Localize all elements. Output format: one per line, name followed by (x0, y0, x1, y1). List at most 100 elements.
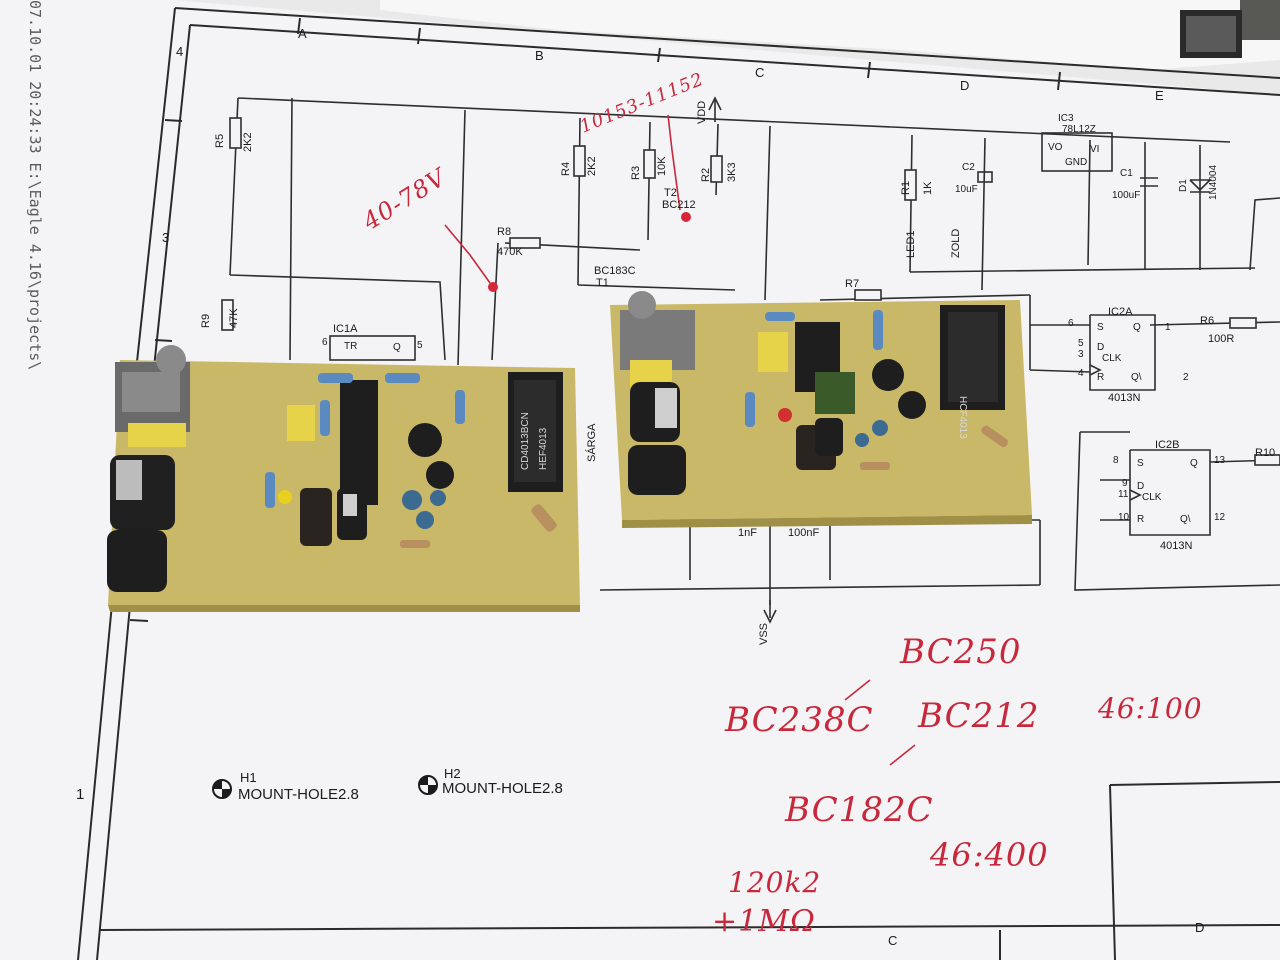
frame-row-4: 4 (176, 44, 184, 59)
right-pcb-board (610, 291, 1032, 528)
ic2a-pin-5: 5 (1078, 338, 1084, 349)
d1-value: 1N4004 (1208, 164, 1219, 200)
rear-paper-sheet (380, 0, 1280, 70)
mount-hole-symbols (212, 775, 438, 799)
cap-100nf-label: 100nF (788, 527, 820, 539)
led1-value: ZOLD (950, 228, 962, 258)
dip-socket (1180, 10, 1242, 58)
ic2b-pin-s: S (1137, 458, 1144, 469)
r9-name: R9 (200, 313, 212, 328)
ic2a-pin-clk: CLK (1102, 353, 1122, 364)
schematic-ic-blocks (329, 132, 1212, 536)
ic2b-pin-clk: CLK (1142, 492, 1162, 503)
r7-name: R7 (845, 278, 860, 290)
corner-shadow (1240, 0, 1280, 40)
red-annotation-lines (444, 114, 916, 766)
ic2a-pin-6: 6 (1068, 318, 1074, 329)
r8-name: R8 (497, 226, 512, 238)
frame-row-3: 3 (162, 230, 170, 245)
r1-name: R1 (900, 180, 912, 195)
frame-bottom-col-c: C (888, 933, 898, 948)
r10-name: R10 (1255, 447, 1276, 459)
schematic-frame (77, 7, 1280, 960)
t1-name: T1 (596, 277, 609, 289)
r9-value: 47K (228, 308, 240, 328)
ic2b-pin-12: 12 (1214, 512, 1226, 523)
ic3-value: 78L12Z (1062, 124, 1096, 135)
frame-col-d: D (960, 78, 970, 93)
ic2a-name: IC2A (1108, 306, 1133, 318)
ic1a-name: IC1A (333, 323, 358, 335)
r3-name: R3 (630, 165, 642, 180)
frame-col-e: E (1155, 88, 1164, 103)
led1-name: LED1 (905, 230, 917, 258)
ic2a-type: 4013N (1108, 392, 1141, 404)
ic2a-pin-1: 1 (1165, 322, 1171, 333)
ic1a-pin-q: Q (393, 342, 401, 353)
ic3-name: IC3 (1058, 113, 1074, 124)
ic2b-pin-8: 8 (1113, 455, 1119, 466)
right-chip-label: HCF4013 (957, 396, 968, 439)
ic2b-pin-13: 13 (1214, 455, 1226, 466)
cap-1nf-label: 1nF (738, 527, 757, 539)
ic3-pin-gnd: GND (1065, 157, 1088, 168)
ic2b-pin-r: R (1137, 514, 1145, 525)
handwritten-note-7: BC182C (785, 790, 934, 830)
ic2a-pin-q: Q (1133, 322, 1141, 333)
frame-col-c: C (755, 65, 765, 80)
frame-col-a: A (298, 26, 307, 41)
vss-label: VSS (758, 622, 770, 645)
ic2b-pin-10: 10 (1118, 512, 1130, 523)
handwritten-note-10: +1MΩ (712, 904, 816, 939)
t2-value: BC212 (662, 199, 696, 211)
handwritten-note-5: BC212 (918, 696, 1040, 736)
h2-value: MOUNT-HOLE2.8 (442, 780, 563, 797)
ic2a-pin-d: D (1097, 342, 1105, 353)
h2-name: H2 (444, 766, 461, 781)
schematic-resistors (221, 117, 1280, 466)
ic2b-pin-11: 11 (1118, 489, 1129, 500)
sarga-label: SÁRGA (586, 423, 598, 462)
ic3-pin-vi: VI (1090, 144, 1100, 155)
r4-value: 2K2 (586, 156, 598, 176)
r5-name: R5 (214, 133, 226, 148)
h1-value: MOUNT-HOLE2.8 (238, 786, 359, 803)
ic2b-name: IC2B (1155, 439, 1180, 451)
ic2a-pin-4: 4 (1078, 368, 1084, 379)
r2-name: R2 (700, 167, 712, 182)
ic3-pin-vo: VO (1048, 142, 1063, 153)
handwritten-note-6: 46:100 (1098, 692, 1203, 725)
handwritten-note-8: 46:400 (930, 836, 1049, 874)
c2-name: C2 (962, 162, 975, 173)
left-chip-label-a: CD4013BCN (520, 412, 531, 470)
ic2b-pin-q: Q (1190, 458, 1198, 469)
handwritten-note-3: BC250 (900, 632, 1022, 672)
r3-value: 10K (656, 156, 668, 176)
print-timestamp: 07.10.01 20:24:33 E:\Eagle 4.16\projects… (26, 0, 44, 371)
vdd-label: VDD (696, 100, 708, 124)
frame-col-b: B (535, 48, 544, 63)
ic2a-pin-2: 2 (1183, 372, 1189, 383)
c1-value: 100uF (1112, 190, 1141, 201)
ic2a-pin-s: S (1097, 322, 1104, 333)
r6-value: 100R (1208, 333, 1235, 345)
left-chip-label-b: HEF4013 (538, 427, 549, 470)
t2-name: T2 (664, 187, 677, 199)
r2-value: 3K3 (726, 162, 738, 182)
c2-value: 10uF (955, 184, 978, 195)
r6-name: R6 (1200, 315, 1215, 327)
handwritten-note-4: BC238C (725, 700, 874, 740)
ic2b-pin-d: D (1137, 481, 1145, 492)
ic2a-pin-3: 3 (1078, 349, 1084, 360)
red-junction-dots (488, 212, 691, 292)
frame-row-1: 1 (76, 786, 85, 803)
ic2b-pin-9: 9 (1122, 478, 1128, 489)
left-pcb-board (107, 345, 580, 612)
frame-bottom-col-d: D (1195, 920, 1205, 935)
r8-value: 470K (497, 246, 523, 258)
ic1a-pin-tr: TR (344, 341, 358, 352)
c1-name: C1 (1120, 168, 1133, 179)
ic2a-pin-r: R (1097, 372, 1105, 383)
ic1a-pin-6: 6 (322, 337, 328, 348)
